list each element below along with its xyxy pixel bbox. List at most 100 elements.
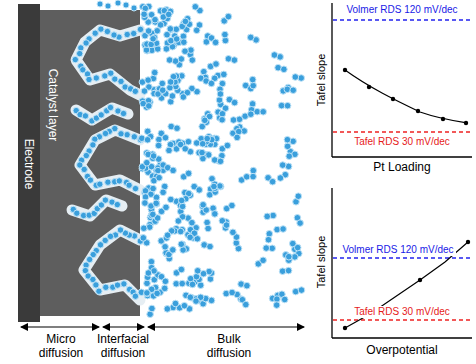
- bubble: [124, 132, 130, 138]
- bubble: [243, 174, 250, 181]
- bubble: [193, 27, 200, 34]
- bubble: [221, 71, 228, 78]
- bubble: [81, 166, 87, 172]
- bubble: [112, 76, 118, 82]
- bubble: [217, 158, 224, 165]
- data-point: [441, 117, 445, 121]
- bubble: [92, 30, 98, 36]
- bubble: [179, 280, 186, 287]
- bubble: [273, 302, 280, 309]
- bubble: [97, 1, 103, 7]
- tafel-line: [333, 131, 472, 132]
- bubble: [271, 52, 278, 59]
- bubble: [248, 111, 255, 118]
- bubble: [170, 167, 177, 174]
- electrode-band: Electrode: [18, 4, 40, 322]
- bubble: [285, 267, 292, 274]
- bubble: [193, 298, 200, 305]
- bubble: [115, 0, 121, 6]
- y-axis: [331, 3, 332, 157]
- line-label: Volmer RDS 120 mV/dec: [344, 4, 459, 16]
- bubble: [217, 183, 224, 190]
- bubble: [141, 88, 148, 95]
- bubble: [286, 253, 293, 260]
- bubble: [168, 196, 175, 203]
- bubble: [249, 76, 256, 83]
- bubble: [181, 39, 188, 46]
- bubble: [86, 76, 92, 82]
- tafel-line: [333, 319, 472, 320]
- bubble: [247, 34, 254, 41]
- data-point: [464, 121, 468, 125]
- bubble: [231, 57, 238, 64]
- bubble: [72, 56, 78, 62]
- volmer-line: [333, 19, 472, 20]
- bubble: [162, 244, 169, 251]
- bubble: [155, 142, 162, 149]
- bubble: [118, 131, 124, 137]
- bubble: [131, 134, 137, 140]
- bubble: [114, 201, 120, 207]
- bubble: [264, 213, 271, 220]
- bubble: [105, 3, 111, 9]
- bubble: [199, 123, 206, 130]
- bubble: [192, 4, 199, 11]
- bubble: [230, 117, 237, 124]
- bubble: [103, 284, 109, 290]
- range-arrow: [148, 326, 304, 327]
- region-label: Bulk diffusion: [196, 333, 262, 361]
- data-point: [391, 97, 395, 101]
- bubble: [141, 11, 148, 18]
- axis-title: Tafel slope: [316, 54, 327, 107]
- bubble: [178, 197, 185, 204]
- bubble: [172, 300, 179, 307]
- bubble: [169, 93, 176, 100]
- bubble: [124, 31, 130, 37]
- bubble: [182, 48, 189, 55]
- bubble: [187, 234, 194, 241]
- bubble: [224, 142, 231, 149]
- bubble: [144, 159, 151, 166]
- bubble: [93, 282, 99, 288]
- bubble: [277, 175, 284, 182]
- volmer-line: [333, 257, 472, 258]
- bubble: [93, 75, 99, 81]
- bubble: [166, 147, 173, 154]
- bubble: [178, 241, 185, 248]
- bubble: [298, 287, 305, 294]
- bubble: [164, 306, 171, 313]
- bubble: [98, 112, 104, 118]
- bubble: [142, 200, 149, 207]
- bubble: [151, 69, 158, 76]
- bubble: [180, 94, 187, 101]
- bubble: [160, 189, 167, 196]
- bubble: [295, 193, 302, 200]
- bubble: [181, 302, 188, 309]
- bubble: [156, 174, 163, 181]
- bubble: [97, 181, 103, 187]
- bubble: [137, 26, 143, 32]
- bubble: [162, 134, 169, 141]
- bubble: [234, 134, 241, 141]
- bubble: [229, 202, 236, 209]
- bubble: [150, 185, 157, 192]
- bubble: [194, 268, 201, 275]
- bubble: [200, 202, 207, 209]
- bubble: [175, 218, 182, 225]
- bubble: [205, 225, 212, 232]
- bubble: [144, 290, 151, 297]
- bubble: [260, 109, 267, 116]
- region-label: Micro diffusion: [26, 333, 96, 361]
- bubble: [281, 66, 288, 73]
- bubble: [153, 201, 160, 208]
- bubble: [157, 22, 164, 29]
- catalyst-chain: [72, 200, 122, 216]
- bubble: [294, 244, 301, 251]
- axis-title: Overpotential: [366, 344, 437, 358]
- bubble: [297, 220, 304, 227]
- bubble: [132, 293, 138, 299]
- catalyst-chain: [84, 230, 140, 300]
- bubble: [223, 222, 230, 229]
- bubble: [208, 80, 215, 87]
- bubble: [97, 242, 103, 248]
